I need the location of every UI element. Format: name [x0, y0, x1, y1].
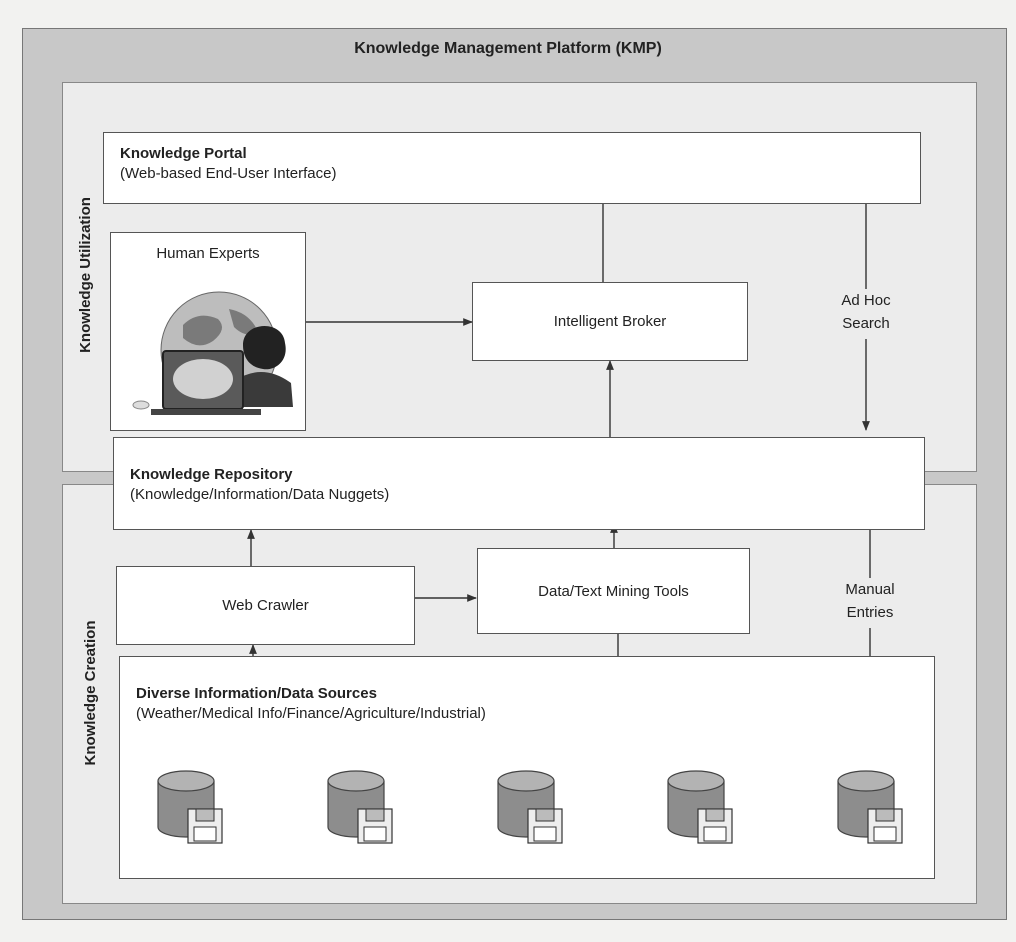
knowledge-portal-box: Knowledge Portal (Web-based End-User Int…	[103, 132, 921, 204]
human-expert-icon	[132, 291, 293, 415]
knowledge-repository-box: Knowledge Repository (Knowledge/Informat…	[113, 437, 925, 530]
manual-line-1: Manual	[845, 581, 895, 598]
human-experts-box: Human Experts	[110, 232, 306, 431]
database-icon	[150, 767, 230, 857]
intelligent-broker-box: Intelligent Broker	[472, 282, 748, 361]
knowledge-repository-subtitle: (Knowledge/Information/Data Nuggets)	[130, 486, 390, 503]
knowledge-portal-subtitle: (Web-based End-User Interface)	[120, 165, 337, 182]
data-sources-title: Diverse Information/Data Sources	[136, 685, 377, 702]
web-crawler-box: Web Crawler	[116, 566, 415, 645]
database-icon	[320, 767, 400, 857]
data-sources-subtitle: (Weather/Medical Info/Finance/Agricultur…	[136, 705, 486, 722]
data-sources-box: Diverse Information/Data Sources (Weathe…	[119, 656, 935, 879]
database-icon	[660, 767, 740, 857]
platform-title: Knowledge Management Platform (KMP)	[354, 40, 662, 57]
database-icon	[490, 767, 570, 857]
database-icon-row	[150, 767, 910, 857]
ad-hoc-line-1: Ad Hoc	[841, 292, 891, 309]
data-text-mining-box: Data/Text Mining Tools	[477, 548, 750, 634]
ad-hoc-line-2: Search	[842, 315, 890, 332]
ad-hoc-search-label: Ad Hoc Search	[818, 289, 914, 339]
manual-line-2: Entries	[846, 604, 894, 621]
knowledge-repository-title: Knowledge Repository	[130, 466, 293, 483]
human-experts-label: Human Experts	[156, 245, 260, 262]
manual-entries-label: Manual Entries	[822, 578, 918, 628]
database-icon	[830, 767, 910, 857]
knowledge-portal-title: Knowledge Portal	[120, 145, 247, 162]
